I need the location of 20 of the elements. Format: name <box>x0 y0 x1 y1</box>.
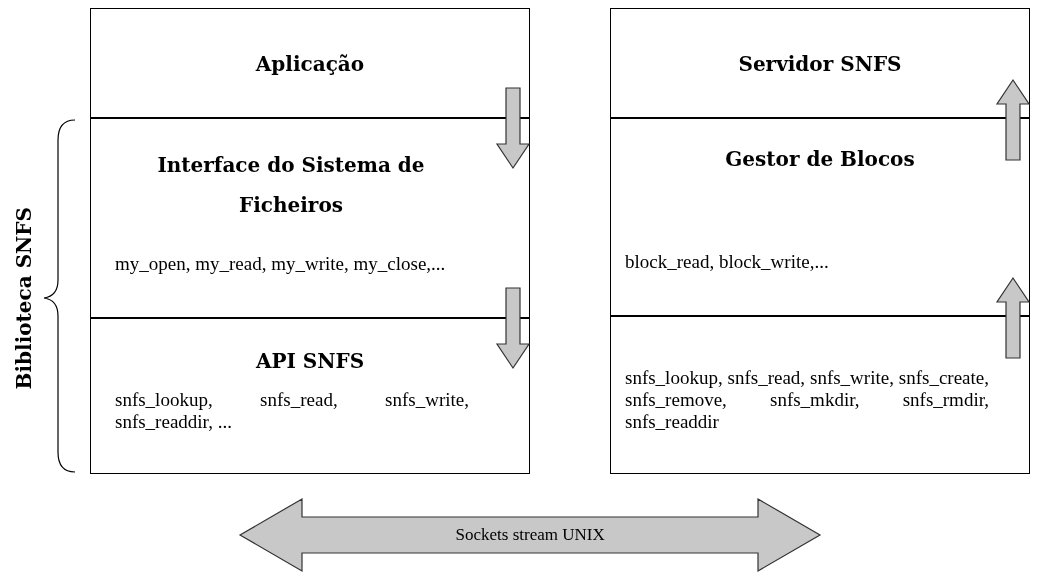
block-arrow <box>995 78 1031 161</box>
block-arrow <box>995 276 1031 359</box>
function-list: my_open, my_read, my_write, my_close,... <box>115 253 459 275</box>
group-label: Biblioteca SNFS <box>12 207 36 390</box>
block-arrow <box>495 87 531 170</box>
function-list: snfs_lookup, snfs_read, snfs_write, snfs_create, snfs_remove, snfs_mkdir, snfs_rmdir, snfs_readdir <box>625 367 989 433</box>
layer-title: Interface do Sistema de Ficheiros <box>156 152 426 219</box>
layer-box <box>610 8 1030 118</box>
function-list: snfs_lookup, snfs_read, snfs_write, snfs_readdir, ... <box>115 389 469 433</box>
layer-box <box>90 118 530 318</box>
function-list: block_read, block_write,... <box>625 251 969 273</box>
block-arrow <box>495 287 531 370</box>
layer-box <box>90 8 530 118</box>
layer-title: Servidor SNFS <box>737 51 903 78</box>
layer-title: Aplicação <box>254 51 366 78</box>
layer-title: Gestor de Blocos <box>724 146 916 173</box>
layer-box <box>610 316 1030 474</box>
layer-title: API SNFS <box>254 348 366 375</box>
layer-box <box>90 318 530 474</box>
layer-box <box>610 118 1030 316</box>
